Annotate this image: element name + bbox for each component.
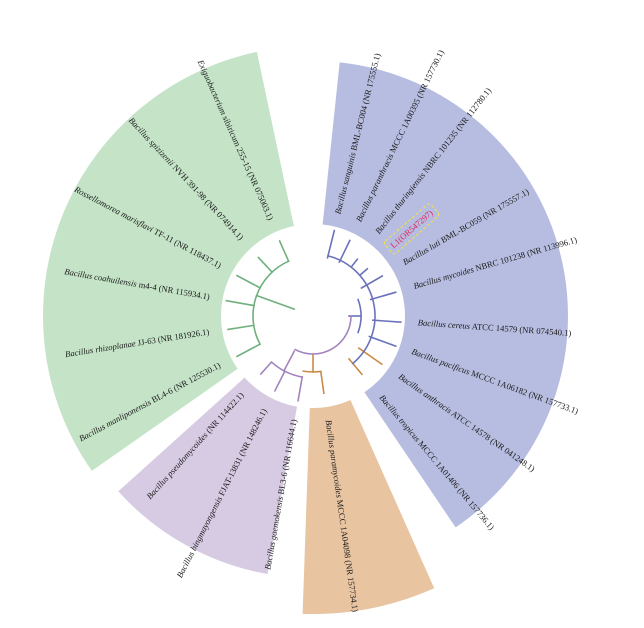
branch-arc-purple xyxy=(270,360,304,378)
branch-arc-orange xyxy=(302,370,322,373)
branch-leaf-9 xyxy=(347,357,363,376)
branch-leaf-18 xyxy=(257,256,274,274)
clade-sector-blue xyxy=(322,62,569,528)
branch-leaf-1 xyxy=(338,239,351,264)
tree-branches xyxy=(225,229,402,402)
branch-leaf-8 xyxy=(357,347,383,366)
clade-sector-green xyxy=(42,51,294,471)
leaf-species: Bacillus cereus xyxy=(417,317,471,331)
branch-leaf-10 xyxy=(319,370,325,395)
branch-leaf-3 xyxy=(358,267,369,277)
branch-leaf-6 xyxy=(372,319,402,323)
branch-leaf-15 xyxy=(227,324,255,331)
branch-leaf-16 xyxy=(225,299,255,307)
branch-arc-blue xyxy=(327,254,376,365)
branch-leaf-19 xyxy=(278,240,290,263)
branch-stem-purple xyxy=(282,350,296,372)
branch-leaf-4 xyxy=(360,274,384,290)
branch-leaf-11 xyxy=(297,376,304,402)
highlight-box xyxy=(383,203,440,255)
branch-leaf-13 xyxy=(259,360,273,376)
branch-stem-green xyxy=(255,294,296,311)
branch-leaf-14 xyxy=(235,343,262,358)
branch-leaf-2 xyxy=(350,258,359,269)
clade-sectors xyxy=(42,51,569,614)
branch-root-arc xyxy=(294,315,352,355)
branch-leaf-7 xyxy=(368,335,397,348)
clade-sector-purple xyxy=(118,377,298,575)
branch-leaf-12 xyxy=(273,370,286,392)
clade-sector-orange xyxy=(302,400,435,614)
branch-leaf-0 xyxy=(326,229,336,259)
branch-leaf-17 xyxy=(235,274,262,289)
branch-leaf-5 xyxy=(369,291,397,301)
branch-arc-green xyxy=(252,260,290,346)
